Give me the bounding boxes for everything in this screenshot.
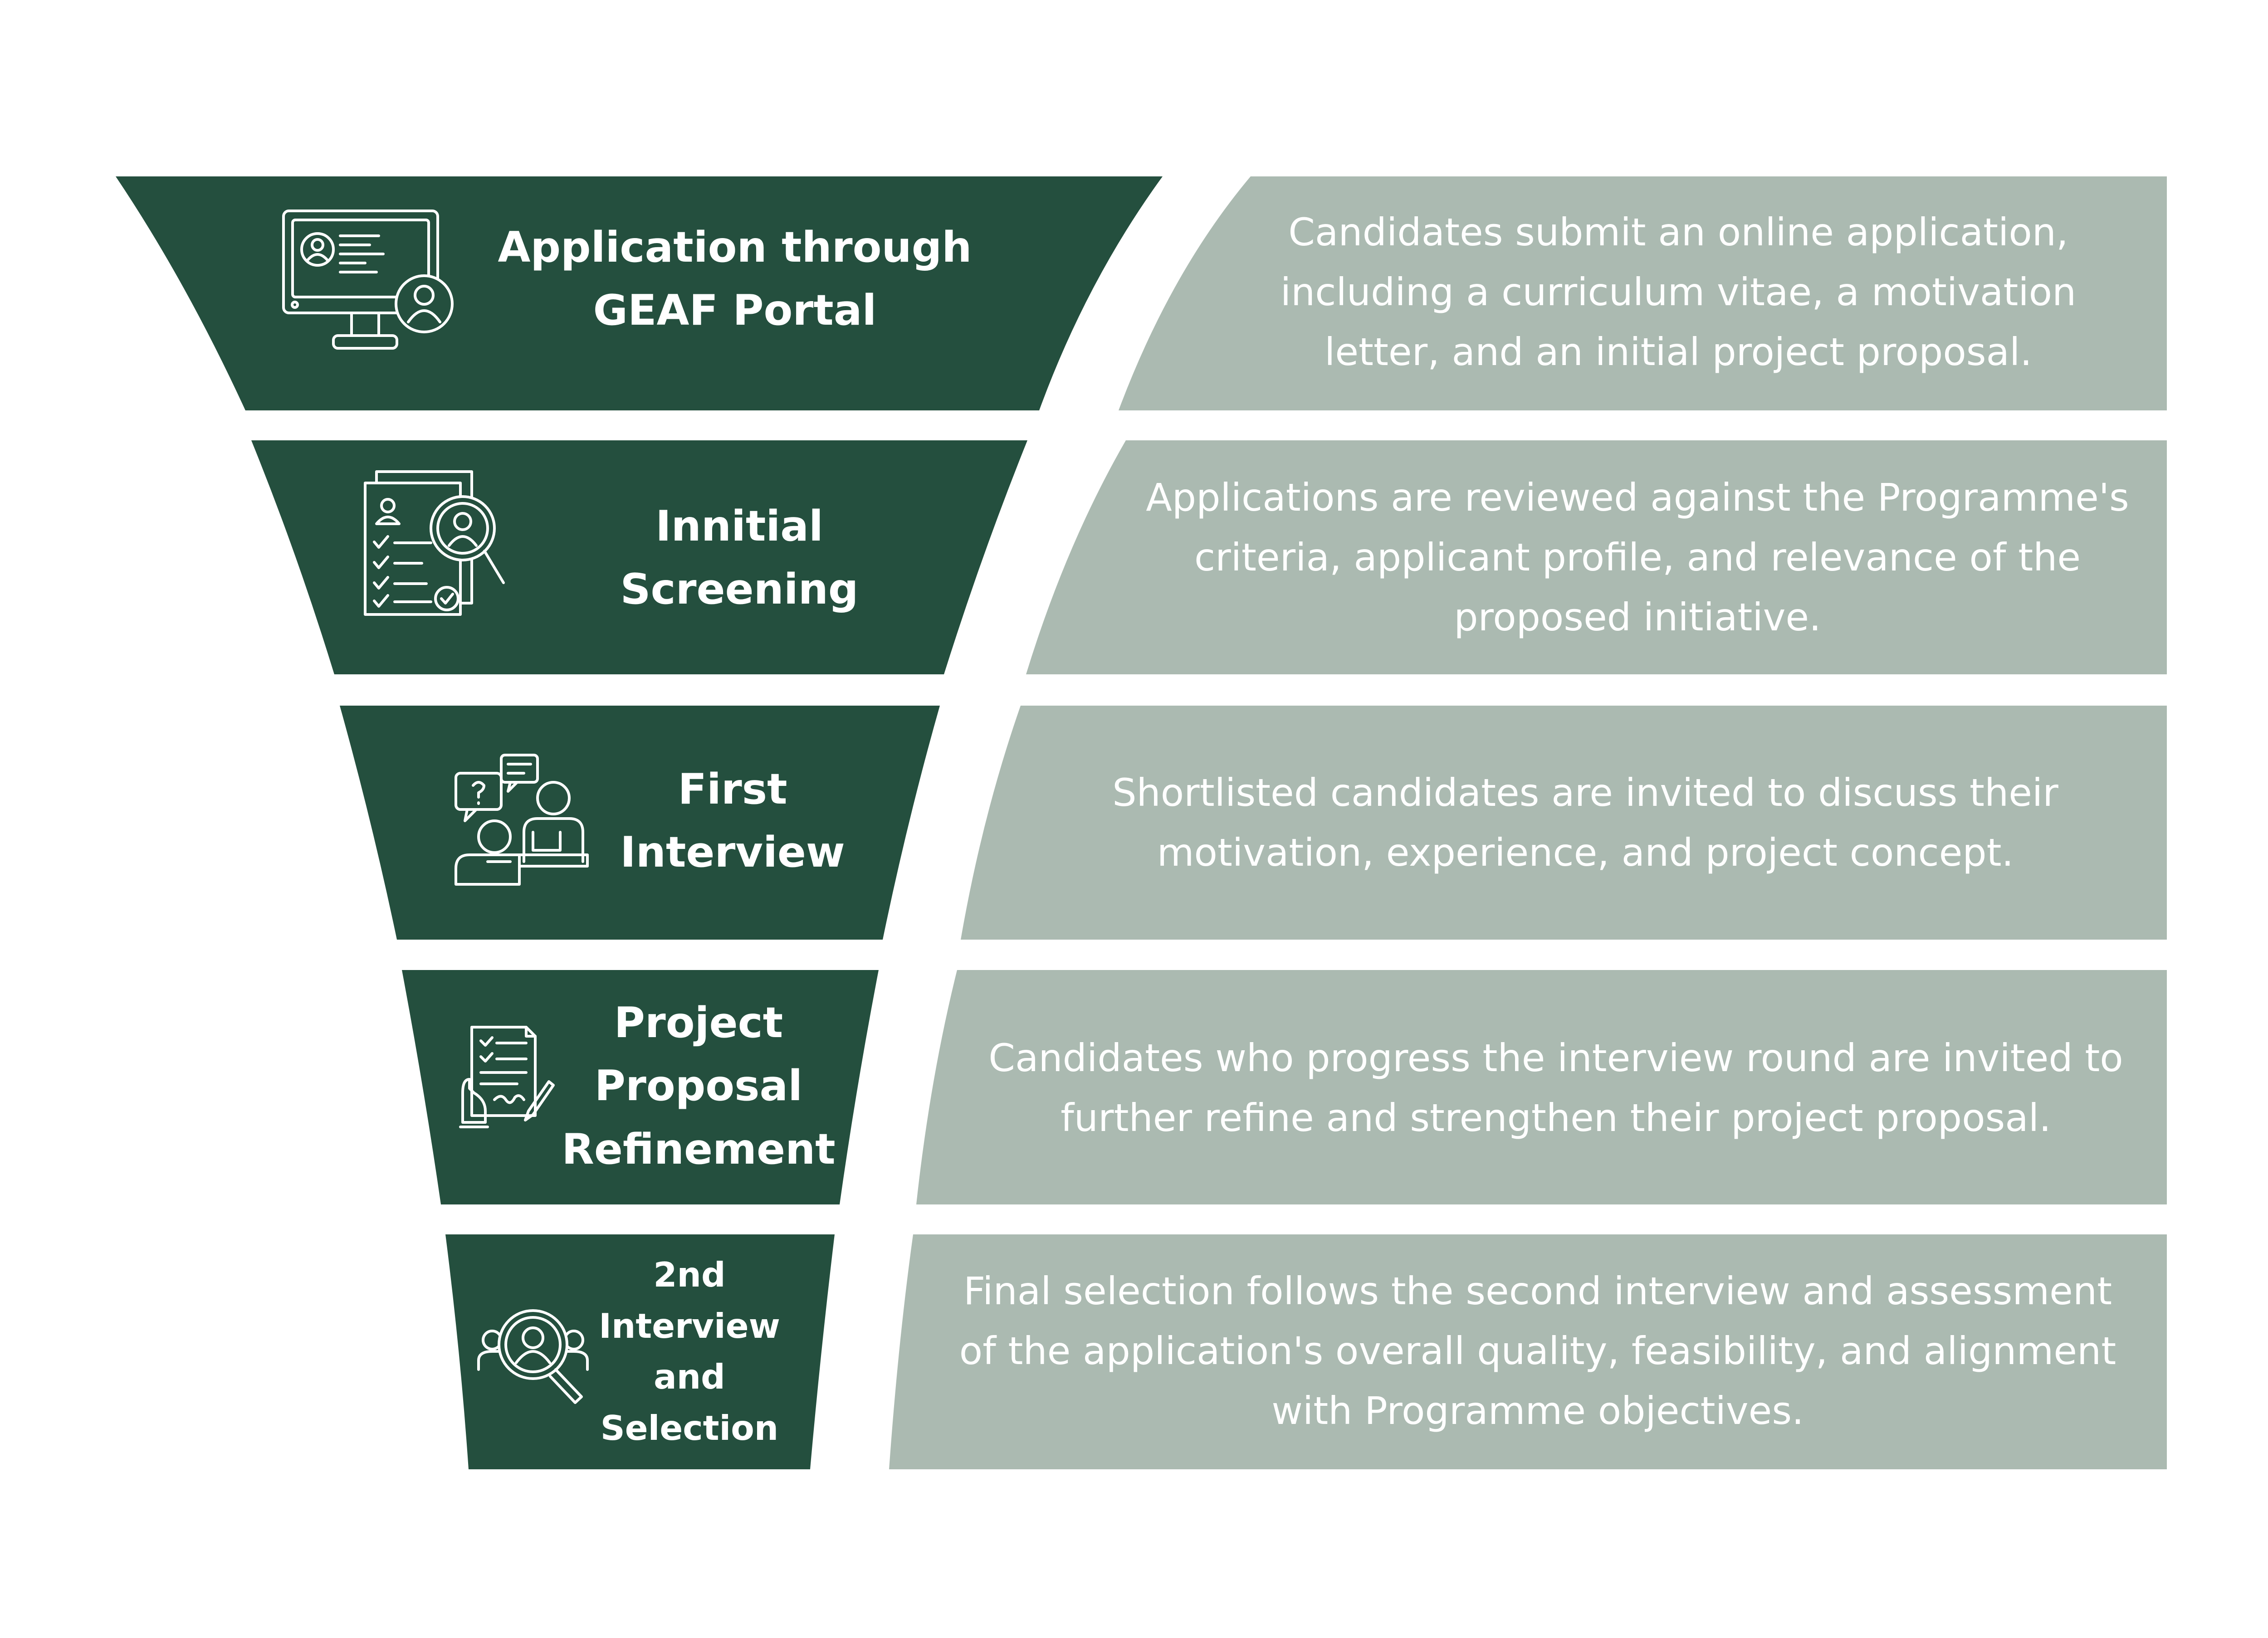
funnel-segment-5 bbox=[445, 1234, 835, 1469]
stage-description-application: Candidates submit an online application,… bbox=[1280, 210, 2077, 374]
funnel-segment-3 bbox=[340, 706, 940, 940]
interview-conversation-icon bbox=[451, 753, 592, 889]
stage-title-second-interview: 2nd Interview and Selection bbox=[599, 1255, 780, 1448]
document-search-checklist-icon bbox=[363, 469, 513, 619]
stage-title-proposal-refinement: Project Proposal Refinement bbox=[562, 998, 836, 1174]
description-panel-2 bbox=[1026, 440, 2167, 674]
funnel-segment-4 bbox=[402, 970, 879, 1204]
stage-description-first-interview: Shortlisted candidates are invited to di… bbox=[1112, 770, 2058, 875]
description-panel-4 bbox=[916, 970, 2167, 1204]
stage-description-initial-screening: Applications are reviewed against the Pr… bbox=[1146, 475, 2129, 639]
magnifier-candidate-icon bbox=[476, 1308, 590, 1406]
computer-user-profile-icon bbox=[279, 206, 460, 356]
stage-description-proposal-refinement: Candidates who progress the interview ro… bbox=[988, 1036, 2123, 1140]
stage-title-application: Application through GEAF Portal bbox=[498, 222, 972, 335]
document-signing-icon bbox=[458, 1025, 555, 1129]
description-panel-3 bbox=[961, 706, 2167, 940]
stage-title-first-interview: First Interview bbox=[620, 764, 845, 877]
stage-description-second-interview: Final selection follows the second inter… bbox=[959, 1269, 2116, 1433]
stage-title-initial-screening: Innitial Screening bbox=[620, 501, 859, 614]
description-panel-1 bbox=[1119, 176, 2167, 410]
description-panel-5 bbox=[889, 1234, 2167, 1469]
